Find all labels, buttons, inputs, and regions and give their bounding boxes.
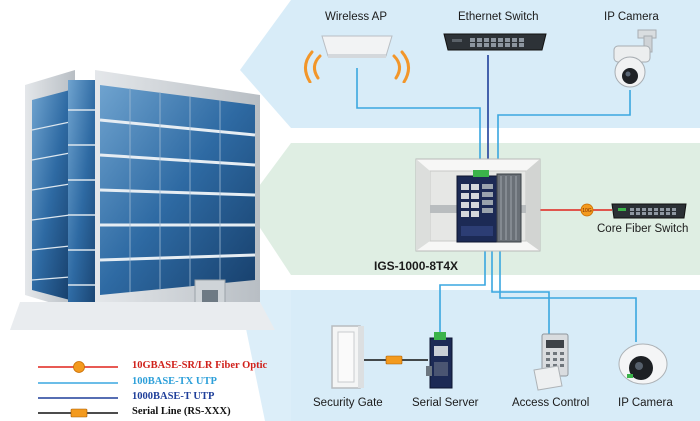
- svg-text:10G: 10G: [582, 208, 592, 214]
- igs-switch-icon: [456, 170, 522, 243]
- fiber-marker: 10G: [580, 203, 594, 217]
- ethernet-switch-icon: [443, 33, 547, 51]
- legend-swatches: [38, 361, 118, 418]
- core-fiber-switch-label: Core Fiber Switch: [597, 223, 689, 235]
- ip-camera-bottom-label: IP Camera: [618, 397, 673, 409]
- ptz-camera-icon: [613, 29, 657, 88]
- serial-marker: [385, 355, 403, 365]
- legend-fiber-label: 10GBASE-SR/LR Fiber Optic: [132, 360, 268, 371]
- access-control-icon: [533, 333, 569, 391]
- dome-camera-icon: [618, 343, 668, 385]
- legend-utp1000-label: 1000BASE-T UTP: [132, 391, 215, 402]
- ethernet-switch-label: Ethernet Switch: [458, 11, 539, 23]
- wireless-ap-label: Wireless AP: [325, 11, 387, 23]
- utp100-lines: [356, 68, 637, 342]
- access-control-label: Access Control: [512, 397, 590, 409]
- legend-utp100-label: 100BASE-TX UTP: [132, 376, 217, 387]
- callout-wedge-middle: [245, 143, 291, 275]
- legend: 10GBASE-SR/LR Fiber Optic 100BASE-TX UTP…: [0, 355, 290, 421]
- serial-server-label: Serial Server: [412, 397, 479, 409]
- security-gate-icon: [331, 325, 364, 389]
- building-illustration: [10, 70, 275, 330]
- model-label: IGS-1000-8T4X: [374, 259, 459, 273]
- core-fiber-switch-icon: [611, 203, 687, 219]
- security-gate-label: Security Gate: [313, 397, 383, 409]
- callout-wedge-top: [240, 0, 291, 128]
- serial-server-icon: [426, 332, 453, 389]
- ip-camera-top-label: IP Camera: [604, 11, 659, 23]
- wireless-ap-icon: [304, 35, 410, 83]
- legend-serial-label: Serial Line (RS-XXX): [132, 406, 231, 417]
